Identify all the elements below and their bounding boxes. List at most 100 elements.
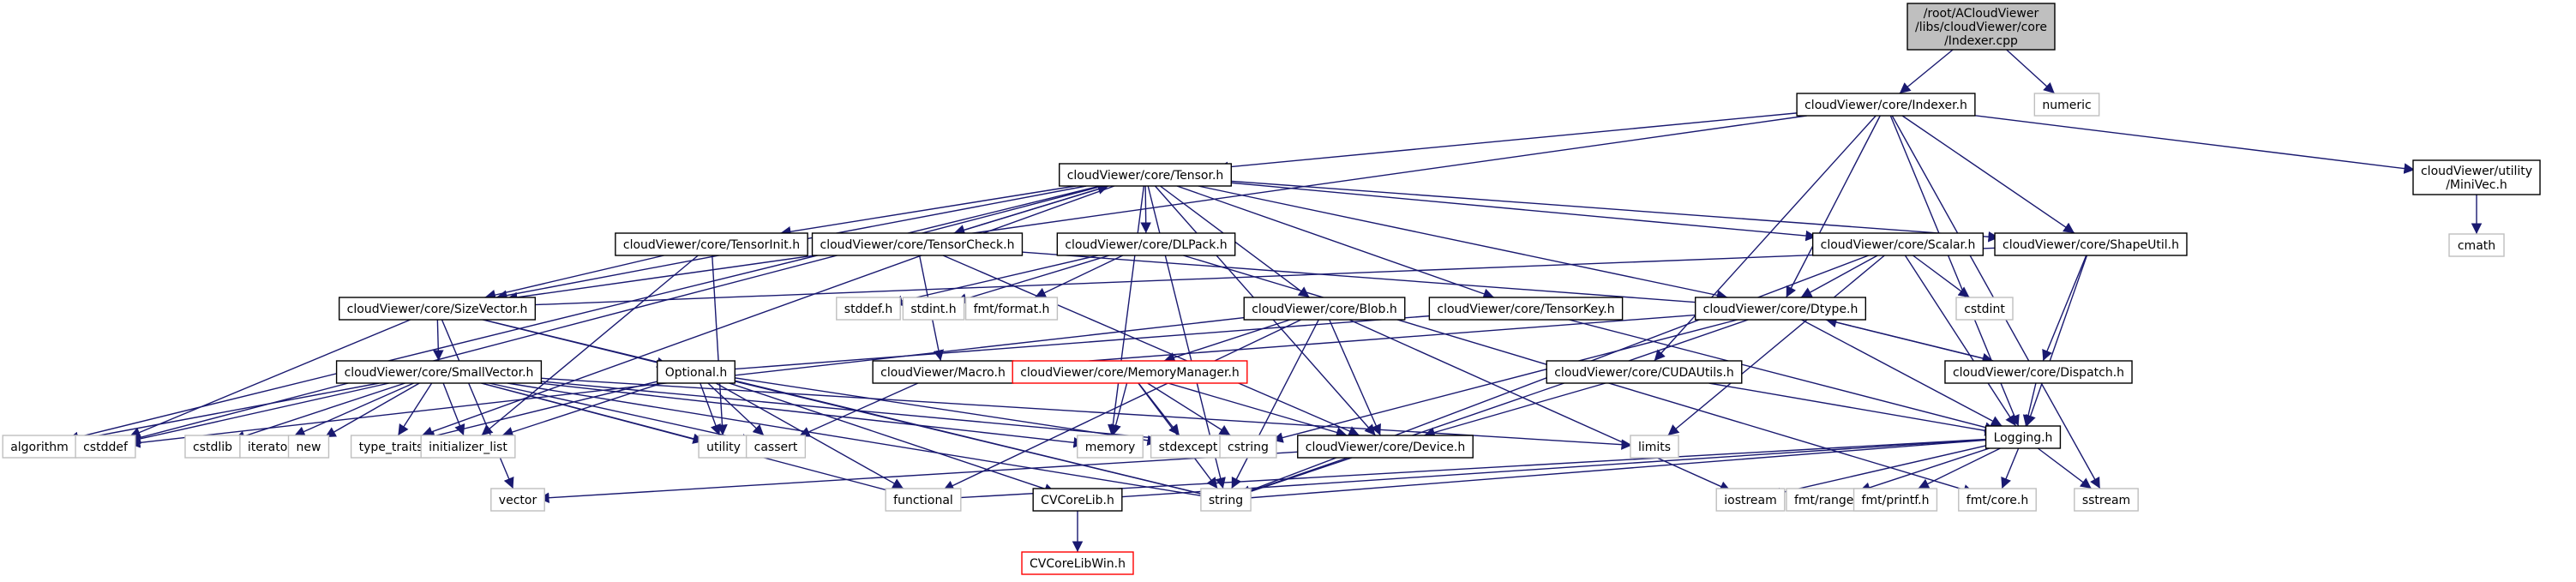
nodes-layer: /root/ACloudViewer/libs/cloudViewer/core… [2,3,2541,575]
node-cvcorelib-h[interactable]: CVCoreLib.h [1032,488,1123,512]
edge-scalar_h-to-cstdint [1912,255,1970,298]
node-cassert: cassert [745,435,807,459]
edge-smallvector_h-to-string [507,382,1213,501]
edge-smallvector_h-to-algorithm [67,382,380,445]
edge-sizevector_h-to-smallvector_h [433,319,444,362]
edge-smallvector_h-to-initializer_list [442,382,465,436]
edge-logging_h-to-string [1239,438,1997,504]
edge-dtype_h-to-logging_h [1801,319,2003,427]
node-label: vector [499,494,537,507]
node-box [490,488,545,512]
node-cvcorelibwin-h[interactable]: CVCoreLibWin.h [1021,551,1134,575]
node-box [1077,435,1144,459]
edge-tensor_h-to-dtype_h [1198,185,1728,301]
node-dispatch-h[interactable]: cloudViewer/core/Dispatch.h [1944,360,2133,384]
edge-dlpack_h-to-stddef_h [891,255,1098,307]
edge-tensorcheck_h-to-device_h [942,255,1360,436]
edge-memorymanager_h-to-memory [1110,382,1128,436]
node-box [964,297,1059,321]
edge-scalar_h-to-logging_h [1904,255,2017,427]
node-box [1811,232,1985,256]
node-label: stdexcept [1159,441,1218,454]
node-device-h[interactable]: cloudViewer/core/Device.h [1297,435,1474,459]
node-box [902,297,965,321]
node-logging-h[interactable]: Logging.h [1985,425,2062,449]
node-utility: utility [698,435,749,459]
node-label: Optional.h [665,366,728,380]
node-blob-h[interactable]: cloudViewer/core/Blob.h [1243,297,1406,321]
node-limits: limits [1630,435,1679,459]
node-scalar-h[interactable]: cloudViewer/core/Scalar.h [1811,232,1985,256]
node-box [745,435,807,459]
node-shapeutil-h[interactable]: cloudViewer/core/ShapeUtil.h [1994,232,2188,256]
node-label: cloudViewer/core/SmallVector.h [345,366,534,380]
node-dlpack-h[interactable]: cloudViewer/core/DLPack.h [1056,232,1236,256]
node-label: cloudViewer/core/Dtype.h [1703,303,1858,316]
node-indexer-h[interactable]: cloudViewer/core/Indexer.h [1796,93,1976,117]
edge-cudautils_h-to-device_h [1423,382,1606,438]
node-label: numeric [2042,99,2091,112]
edge-optional_h-to-type_traits [423,378,669,441]
node-label: fmt/core.h [1967,494,2028,507]
node-label: fmt/printf.h [1862,494,1930,507]
edge-smallvector_h-to-iterator [293,382,414,437]
node-label: cstddef [83,441,129,454]
node-tensorinit-h[interactable]: cloudViewer/core/TensorInit.h [615,232,808,256]
edge-dispatch_h-to-logging_h [2022,382,2037,427]
edge-tensor_h-to-tensorinit_h [779,185,1076,237]
node-box [1200,488,1252,512]
node-smallvector-h[interactable]: cloudViewer/core/SmallVector.h [335,360,543,384]
node-root[interactable]: /root/ACloudViewer/libs/cloudViewer/core… [1906,3,2056,51]
edge-indexer_h-to-minivec_h [1971,114,2416,174]
node-cstdint: cstdint [1955,297,2014,321]
node-box [1906,3,2056,51]
node-cudautils-h[interactable]: cloudViewer/core/CUDAUtils.h [1546,360,1743,384]
node-tensorcheck-h[interactable]: cloudViewer/core/TensorCheck.h [811,232,1024,256]
node-label: functional [893,494,953,507]
node-box [1032,488,1123,512]
node-tensor-h[interactable]: cloudViewer/core/Tensor.h [1059,163,1232,187]
node-box [2033,93,2100,117]
node-label: cloudViewer/core/CUDAUtils.h [1554,366,1734,380]
edge-smallvector_h-to-type_traits [397,382,433,436]
edge-dtype_h-to-cstring [1271,319,1738,443]
node-macro-h[interactable]: cloudViewer/Macro.h [872,360,1014,384]
node-box [615,232,808,256]
edge-root-to-numeric [2006,49,2056,94]
node-box [1715,488,1786,512]
edge-optional_h-to-initializer_list [501,381,669,438]
node-box [657,360,736,384]
node-sizevector-h[interactable]: cloudViewer/core/SizeVector.h [338,297,537,321]
node-box [1021,551,1134,575]
node-tensorkey-h[interactable]: cloudViewer/core/TensorKey.h [1428,297,1624,321]
edge-optional_h-to-cassert [707,382,765,436]
edge-smallvector_h-to-cstddef [129,382,390,445]
edge-dispatch_h-to-dtype_h [1825,316,1994,362]
node-optional-h[interactable]: Optional.h [657,360,736,384]
node-label: cstdlib [193,441,232,454]
node-label: memory [1085,441,1136,454]
node-cmath: cmath [2448,233,2505,257]
edge-indexer_h-to-cudautils_h [1654,115,1876,362]
edge-indexer_h-to-dtype_h [1786,115,1881,298]
node-box [872,360,1014,384]
node-box [1994,232,2188,256]
node-label: stddef.h [844,303,892,316]
node-memorymanager-h[interactable]: cloudViewer/core/MemoryManager.h [1012,360,1248,384]
edge-blob_h-to-functional [942,319,1302,491]
node-new: new [287,435,330,459]
edge-indexer_h-to-logging_h [1889,115,2020,427]
node-label: cloudViewer/core/ShapeUtil.h [2003,238,2179,252]
edge-indexer_h-to-tensor_h [1216,111,1801,173]
node-fmt-printf-h: fmt/printf.h [1852,488,1938,512]
node-label: cassert [754,441,798,454]
node-cstdlib: cstdlib [184,435,241,459]
node-box [885,488,962,512]
edge-tensorkey_h-to-optional_h [724,313,1458,375]
node-box [1546,360,1743,384]
edge-scalar_h-to-dtype_h [1800,255,1878,298]
node-dtype-h[interactable]: cloudViewer/core/Dtype.h [1694,297,1867,321]
edge-dtype_h-to-string [1239,319,1749,497]
node-box [1630,435,1679,459]
node-minivec-h[interactable]: cloudViewer/utility/MiniVec.h [2412,159,2541,195]
